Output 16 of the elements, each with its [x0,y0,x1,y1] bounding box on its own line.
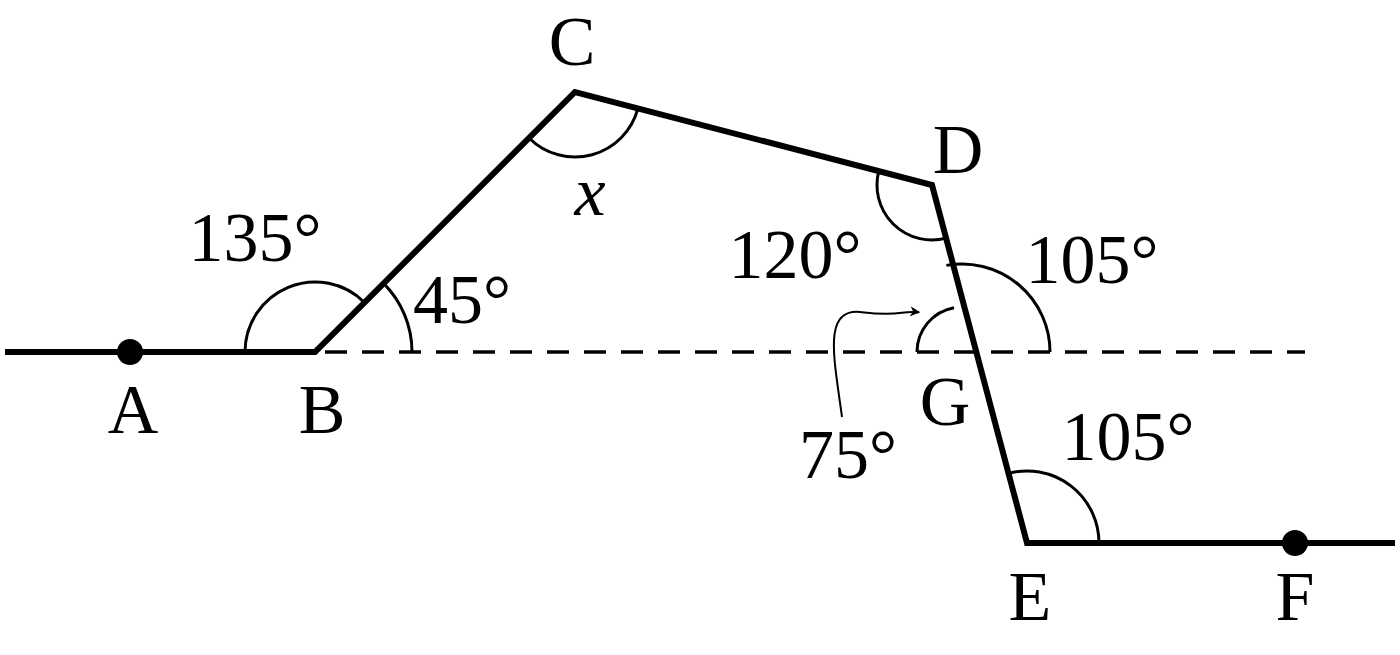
point-label: B [298,375,346,445]
point-label: A [107,375,159,445]
angle-arc [915,306,955,353]
point-label: D [932,115,984,185]
point-label: 120° [728,220,862,290]
leader-line [832,306,921,418]
point-label: G [919,367,971,437]
point-label: 105° [1061,402,1195,472]
point-label: 45° [413,265,511,335]
point-label: F [1275,562,1315,632]
point-label: E [1008,562,1052,632]
angle-variable: x [574,157,606,227]
point-label: C [548,7,596,77]
angle-label: 75° [799,420,897,490]
point-label: 135° [188,203,322,273]
point-label: 105° [1025,225,1159,295]
